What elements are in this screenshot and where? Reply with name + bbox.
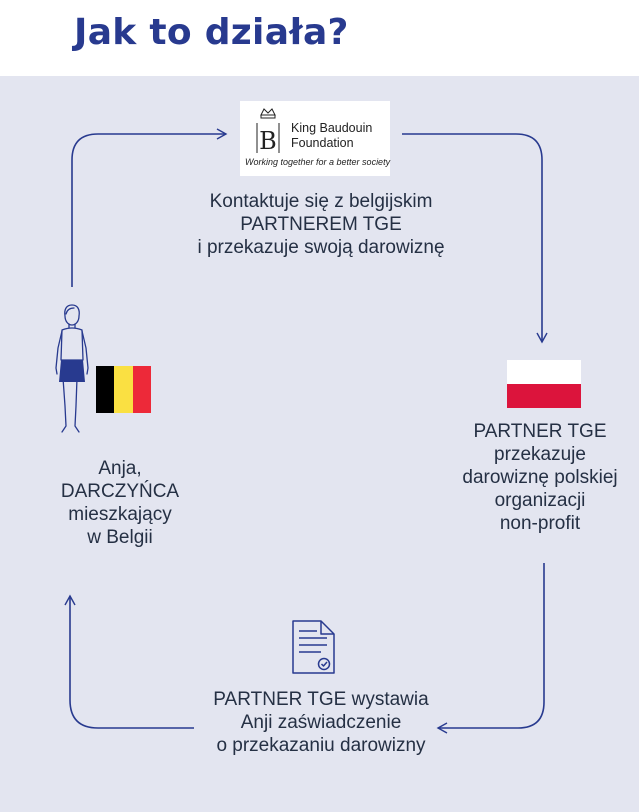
arrow-foundation-to-partner (402, 133, 548, 344)
step-donor-text: Anja, DARCZYŃCA mieszkający w Belgii (60, 458, 180, 548)
woman-figure-icon (55, 304, 89, 433)
arrow-partner-to-certificate (436, 563, 545, 734)
arrow-donor-to-foundation (71, 128, 228, 287)
flow-panel (0, 76, 639, 812)
poland-flag-icon (507, 360, 581, 408)
arrow-certificate-to-donor (64, 594, 194, 729)
step-certificate-text: PARTNER TGE wystawia Anji zaświadczenie … (213, 689, 429, 756)
belgium-flag-icon (96, 366, 151, 413)
crown-monogram-icon: B (256, 108, 280, 155)
step-contact-text: Kontaktuje się z belgijskim PARTNEREM TG… (197, 191, 445, 258)
logo-name: King Baudouin Foundation (291, 121, 373, 150)
svg-text:B: B (259, 127, 277, 155)
certificate-document-icon (292, 620, 335, 674)
page-title: Jak to działa? (74, 12, 349, 53)
step-partner-text: PARTNER TGE przekazuje darowiznę polskie… (462, 421, 618, 534)
foundation-logo: B King Baudouin Foundation Working toget… (240, 101, 390, 176)
logo-tagline: Working together for a better society (245, 157, 391, 167)
